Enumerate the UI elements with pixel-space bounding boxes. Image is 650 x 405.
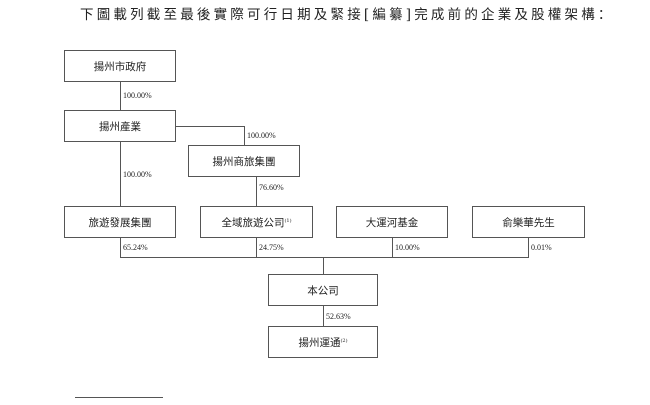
entity-label: 俞樂華先生 xyxy=(502,216,555,229)
pct-industry-commerce: 100.00% xyxy=(247,131,276,140)
entity-label: 揚州商旅集團 xyxy=(212,155,276,168)
entity-label: 揚州產業 xyxy=(99,120,141,133)
pct-yu-company: 0.01% xyxy=(531,243,552,252)
entity-label: 旅遊發展集團 xyxy=(88,216,152,229)
entity-label: 揚州市政府 xyxy=(93,60,147,73)
connector xyxy=(256,238,257,257)
connector xyxy=(256,177,257,206)
footnote-ref: (2) xyxy=(340,338,348,344)
entity-label: 揚州運通 xyxy=(298,336,341,349)
footnote-ref: (1) xyxy=(284,218,292,224)
connector xyxy=(176,126,244,127)
entity-yu: 俞樂華先生 xyxy=(472,206,585,238)
pct-gov-industry: 100.00% xyxy=(123,91,152,100)
entity-label: 本公司 xyxy=(307,284,339,297)
connector xyxy=(323,306,324,326)
entity-label: 大運河基金 xyxy=(365,216,419,229)
connector xyxy=(323,257,324,274)
connector xyxy=(244,126,245,145)
entity-yunton: 揚州運通(2) xyxy=(268,326,378,358)
entity-yangzhou-industry: 揚州產業 xyxy=(64,110,176,142)
entity-quanyu: 全域旅遊公司(1) xyxy=(200,206,313,238)
connector xyxy=(120,257,529,258)
entity-grand-canal-fund: 大運河基金 xyxy=(336,206,448,238)
connector xyxy=(528,238,529,257)
entity-company: 本公司 xyxy=(268,274,378,306)
connector xyxy=(120,238,121,257)
pct-industry-tourism-dev: 100.00% xyxy=(123,170,152,179)
connector xyxy=(120,82,121,110)
pct-commerce-quanyu: 76.60% xyxy=(259,183,284,192)
entity-yangzhou-gov: 揚州市政府 xyxy=(64,50,176,82)
pct-tourism-dev-company: 65.24% xyxy=(123,243,148,252)
pct-company-yunton: 52.63% xyxy=(326,312,351,321)
connector xyxy=(392,238,393,257)
entity-commerce-tourism: 揚州商旅集團 xyxy=(188,145,300,177)
connector xyxy=(120,142,121,206)
heading: 下圖載列截至最後實際可行日期及緊接[編纂]完成前的企業及股權架構： xyxy=(80,7,615,23)
pct-fund-company: 10.00% xyxy=(395,243,420,252)
entity-label: 全域旅遊公司 xyxy=(221,216,285,229)
pct-quanyu-company: 24.75% xyxy=(259,243,284,252)
entity-tourism-dev: 旅遊發展集團 xyxy=(64,206,176,238)
footnote-rule xyxy=(75,397,163,398)
